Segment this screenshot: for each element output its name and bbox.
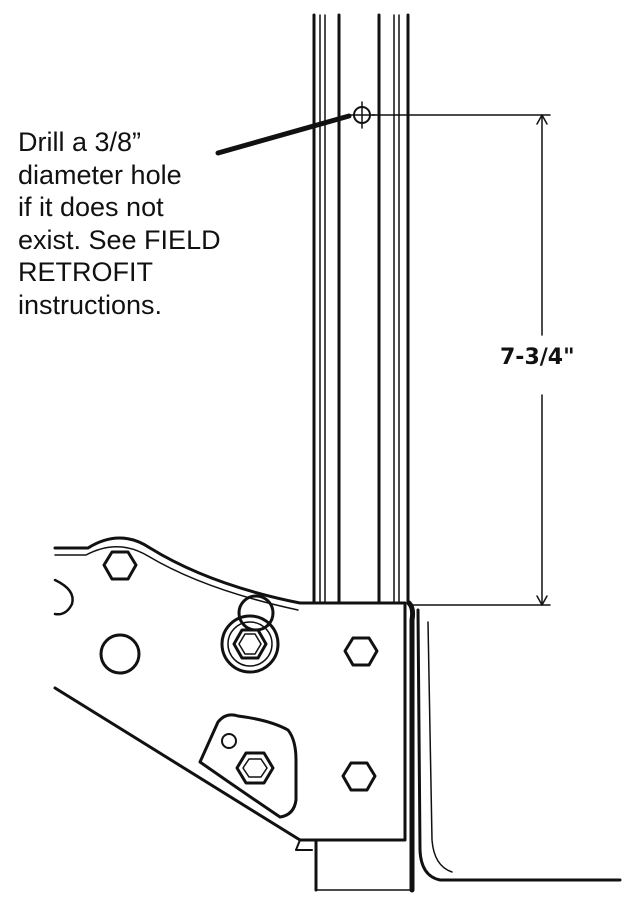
hex-nut-right-lower [341, 761, 377, 792]
hex-nut-right-upper [343, 636, 379, 667]
leader-line [215, 113, 352, 156]
note-line-5: RETROFIT [18, 257, 153, 287]
dimension-lines [371, 114, 551, 606]
drill-instruction-note: Drill a 3/8” diameter hole if it does no… [18, 126, 288, 321]
lower-tab-plate [198, 713, 298, 819]
note-line-1: Drill a 3/8” [18, 127, 142, 157]
hole-center [237, 594, 275, 632]
hex-nut-upper-left [102, 550, 138, 581]
hole-left [99, 633, 141, 675]
hex-nut-lower-tab [235, 751, 275, 785]
vertical-post [312, 13, 410, 605]
small-hole [221, 733, 237, 749]
lower-channel [314, 600, 622, 893]
note-line-6: instructions. [18, 289, 163, 320]
note-line-2: diameter hole [18, 159, 182, 190]
note-line-4: exist. See FIELD [18, 224, 221, 255]
dimension-label: 7-3/4" [500, 345, 575, 370]
drill-hole-marker [348, 101, 376, 129]
note-line-3: if it does not [18, 192, 164, 222]
hex-bolt-washer [220, 614, 280, 674]
bracket-plate [53, 536, 407, 851]
